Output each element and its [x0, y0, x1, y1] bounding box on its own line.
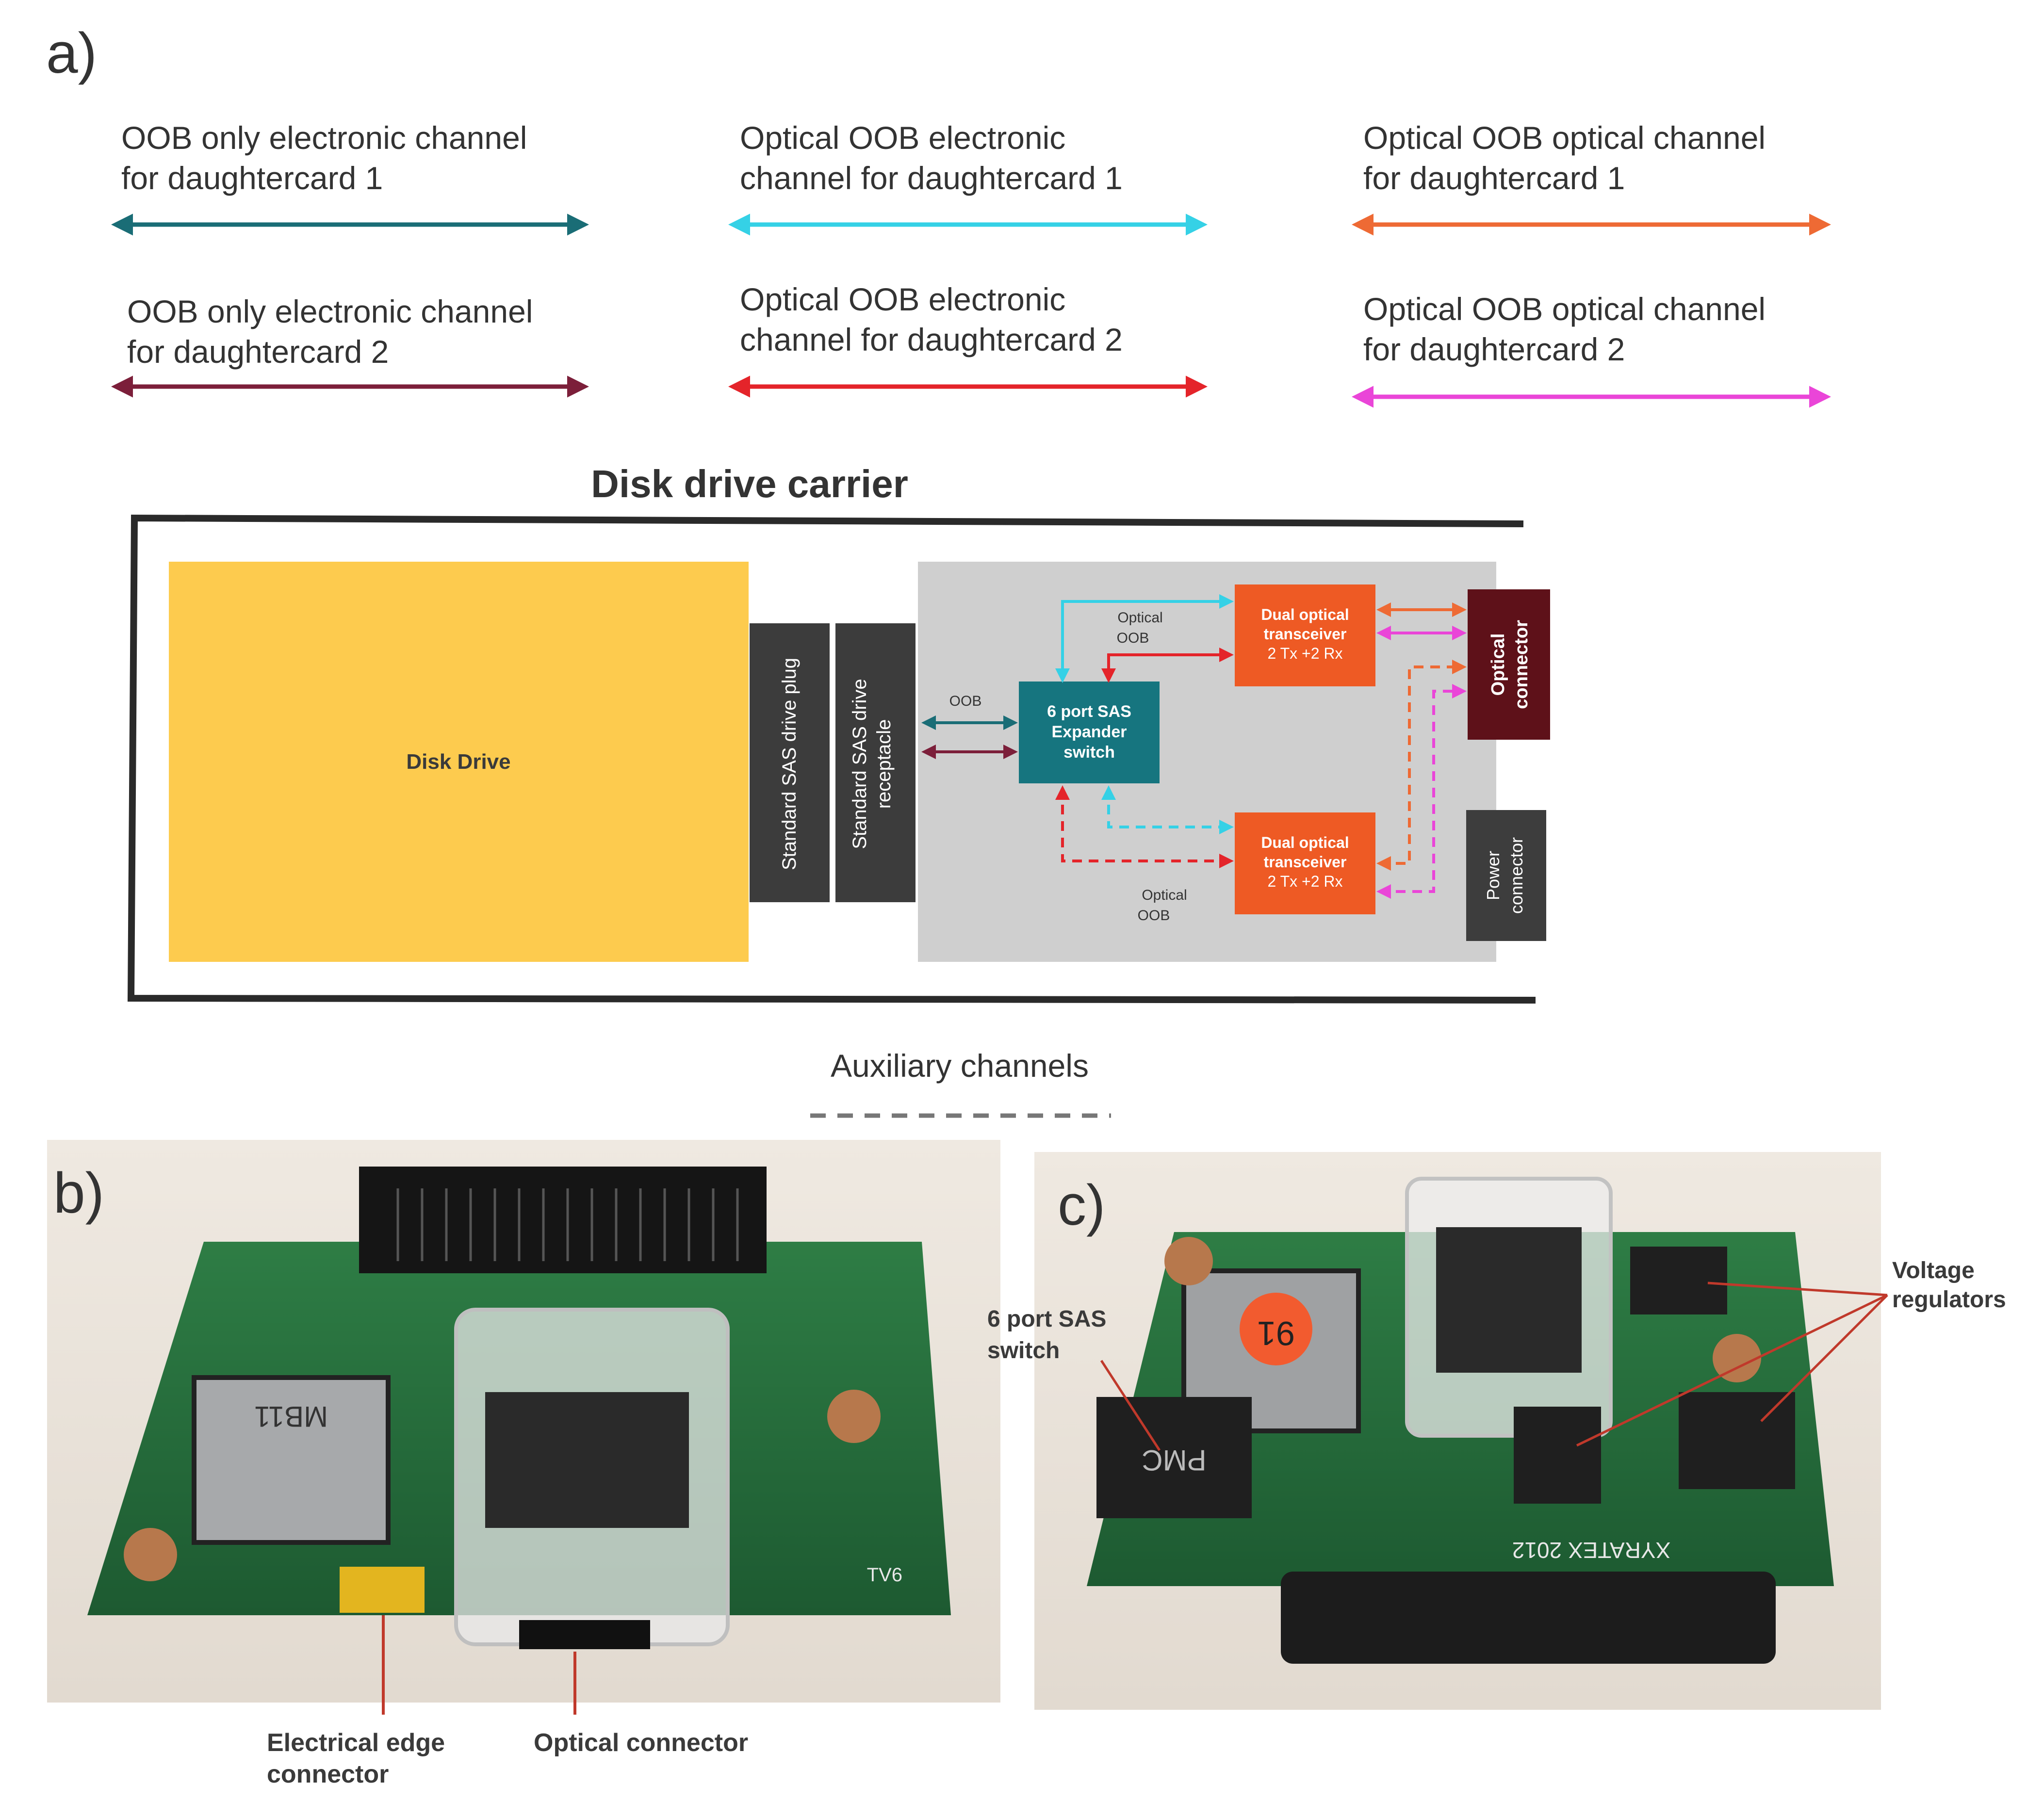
- transceiver-1-line2: transceiver: [1264, 625, 1347, 643]
- daughtercard-board: [918, 562, 1496, 962]
- diagram-arrows: OOB Optical OOB Optical OOB: [921, 594, 1467, 924]
- aux-optical-arrow-orange: [1376, 660, 1467, 871]
- expander-label-line2: Expander: [1052, 723, 1127, 741]
- legend-item-6-line1: Optical OOB optical channel: [1363, 291, 1766, 327]
- optical-connector-latch-c: [1436, 1227, 1582, 1373]
- pcb-b-marking: TV6: [867, 1564, 902, 1586]
- expander-label-line1: 6 port SAS: [1047, 702, 1131, 721]
- sas-switch-chip-marking: PMC: [1142, 1444, 1206, 1476]
- aux-electronic-arrow-red: [1055, 785, 1234, 868]
- optical-oob-top-line2: OOB: [1117, 630, 1149, 646]
- connector-pins-b: [396, 1188, 739, 1261]
- optical-connector-line1: Optical: [1488, 633, 1508, 696]
- transceiver-1-line1: Dual optical: [1261, 606, 1349, 623]
- transceiver-2-line1: Dual optical: [1261, 834, 1349, 851]
- photo-b: b) MB11 TV6 Electrical edge connector Op…: [47, 1140, 1000, 1788]
- top-connector-b: [359, 1167, 767, 1273]
- expander-label-line3: switch: [1063, 743, 1115, 762]
- panel-label-c: c): [1058, 1173, 1105, 1237]
- optical-oob-top-line1: Optical: [1117, 610, 1162, 626]
- legend-item-2-line1: Optical OOB electronic: [740, 120, 1065, 156]
- optical-connector-latch-b: [485, 1392, 689, 1528]
- legend-item-4: OOB only electronic channel for daughter…: [111, 293, 589, 398]
- legend-item-5: Optical OOB electronic channel for daugh…: [728, 281, 1208, 398]
- mount-hole-c-1: [1164, 1237, 1213, 1285]
- sas-switch-label-line2: switch: [987, 1338, 1060, 1363]
- edge-connector-label-line1: Electrical edge: [267, 1729, 445, 1757]
- sticker-c-number: 91: [1257, 1314, 1295, 1352]
- regulators-label-line2: regulators: [1892, 1287, 2006, 1313]
- transceiver-2-block: [1235, 812, 1375, 914]
- optical-oob-electronic-arrow-dc2-solid: [1101, 648, 1234, 683]
- legend: OOB only electronic channel for daughter…: [111, 120, 1831, 408]
- diagram-title: Disk drive carrier: [591, 462, 908, 505]
- sticker-c: [1240, 1293, 1312, 1365]
- legend-item-1: OOB only electronic channel for daughter…: [111, 120, 589, 236]
- legend-item-3-line2: for daughtercard 1: [1363, 160, 1625, 196]
- legend-item-2-line2: channel for daughtercard 1: [740, 160, 1123, 196]
- legend-item-3-line1: Optical OOB optical channel: [1363, 120, 1766, 156]
- power-connector-line2: connector: [1506, 837, 1526, 914]
- regulator-c-1: [1630, 1247, 1727, 1314]
- expander-switch-block: [1019, 681, 1160, 783]
- edge-connector-b: [340, 1567, 425, 1613]
- regulator-pointer-3: [1760, 1294, 1888, 1422]
- optical-connector-port-b: [519, 1620, 650, 1649]
- legend-item-4-line1: OOB only electronic channel: [127, 293, 533, 329]
- board-c-marking: XYRATEX 2012: [1512, 1538, 1670, 1563]
- regulator-c-2: [1514, 1407, 1601, 1504]
- optical-oob-bottom-line2: OOB: [1138, 908, 1170, 924]
- transceiver-2-line3: 2 Tx +2 Rx: [1267, 873, 1342, 890]
- regulators-label-line1: Voltage: [1892, 1258, 1975, 1283]
- edge-connector-label-line2: connector: [267, 1760, 389, 1788]
- transceiver-2-line2: transceiver: [1264, 853, 1347, 871]
- transceiver-1-line3: 2 Tx +2 Rx: [1267, 645, 1342, 662]
- power-connector-line1: Power: [1483, 851, 1503, 900]
- sata-connector-c: [1281, 1572, 1776, 1664]
- mount-hole-b-left: [124, 1528, 177, 1581]
- sas-receptacle-label-line2: receptacle: [873, 719, 895, 809]
- legend-item-2: Optical OOB electronic channel for daugh…: [728, 120, 1208, 236]
- panel-label-a: a): [46, 21, 97, 85]
- optical-oob-bottom-line1: Optical: [1142, 887, 1187, 903]
- sas-plug-label: Standard SAS drive plug: [779, 658, 800, 870]
- legend-item-5-line1: Optical OOB electronic: [740, 281, 1065, 317]
- optical-connector-line2: connector: [1511, 620, 1532, 709]
- legend-item-4-line2: for daughtercard 2: [127, 334, 389, 370]
- panel-label-b: b): [53, 1161, 104, 1225]
- disk-drive-block: [169, 562, 749, 962]
- regulator-c-3: [1679, 1392, 1795, 1489]
- mount-hole-c-2: [1713, 1334, 1761, 1382]
- legend-item-1-line2: for daughtercard 1: [121, 160, 383, 196]
- sas-switch-label-line1: 6 port SAS: [987, 1306, 1106, 1332]
- power-connector-block: [1466, 810, 1546, 941]
- carrier-outline: [127, 514, 1536, 1004]
- regulator-pointer-1: [1707, 1282, 1888, 1297]
- sas-switch-chip-c: [1096, 1397, 1252, 1518]
- legend-item-6: Optical OOB optical channel for daughter…: [1352, 291, 1831, 408]
- sas-switch-pointer: [1100, 1360, 1161, 1451]
- optical-connector-label: Optical connector: [534, 1729, 748, 1757]
- chip-b: [192, 1375, 391, 1545]
- photo-c: c) 91 PMC XYRATEX 2012 6 port SAS switch…: [987, 1152, 2006, 1710]
- legend-item-5-line2: channel for daughtercard 2: [740, 322, 1123, 357]
- optical-connector-block: [1468, 589, 1550, 740]
- legend-item-6-line2: for daughtercard 2: [1363, 331, 1625, 367]
- chip-b-marking: MB11: [254, 1400, 328, 1433]
- sas-plug-block: [750, 623, 830, 902]
- sas-receptacle-label-line1: Standard SAS drive: [849, 679, 870, 849]
- mount-hole-b-right: [827, 1390, 881, 1443]
- legend-item-3: Optical OOB optical channel for daughter…: [1352, 120, 1831, 236]
- aux-channels-label: Auxiliary channels: [831, 1048, 1089, 1084]
- regulator-pointer-2: [1576, 1294, 1888, 1447]
- transceiver-1-block: [1235, 584, 1375, 686]
- aux-optical-arrow-magenta: [1376, 684, 1467, 899]
- optical-oob-electronic-arrow-dc1: [1055, 594, 1234, 683]
- oob-label: OOB: [949, 693, 982, 709]
- legend-item-1-line1: OOB only electronic channel: [121, 120, 527, 156]
- sas-receptacle-block: [835, 623, 916, 902]
- disk-drive-label: Disk Drive: [406, 750, 510, 774]
